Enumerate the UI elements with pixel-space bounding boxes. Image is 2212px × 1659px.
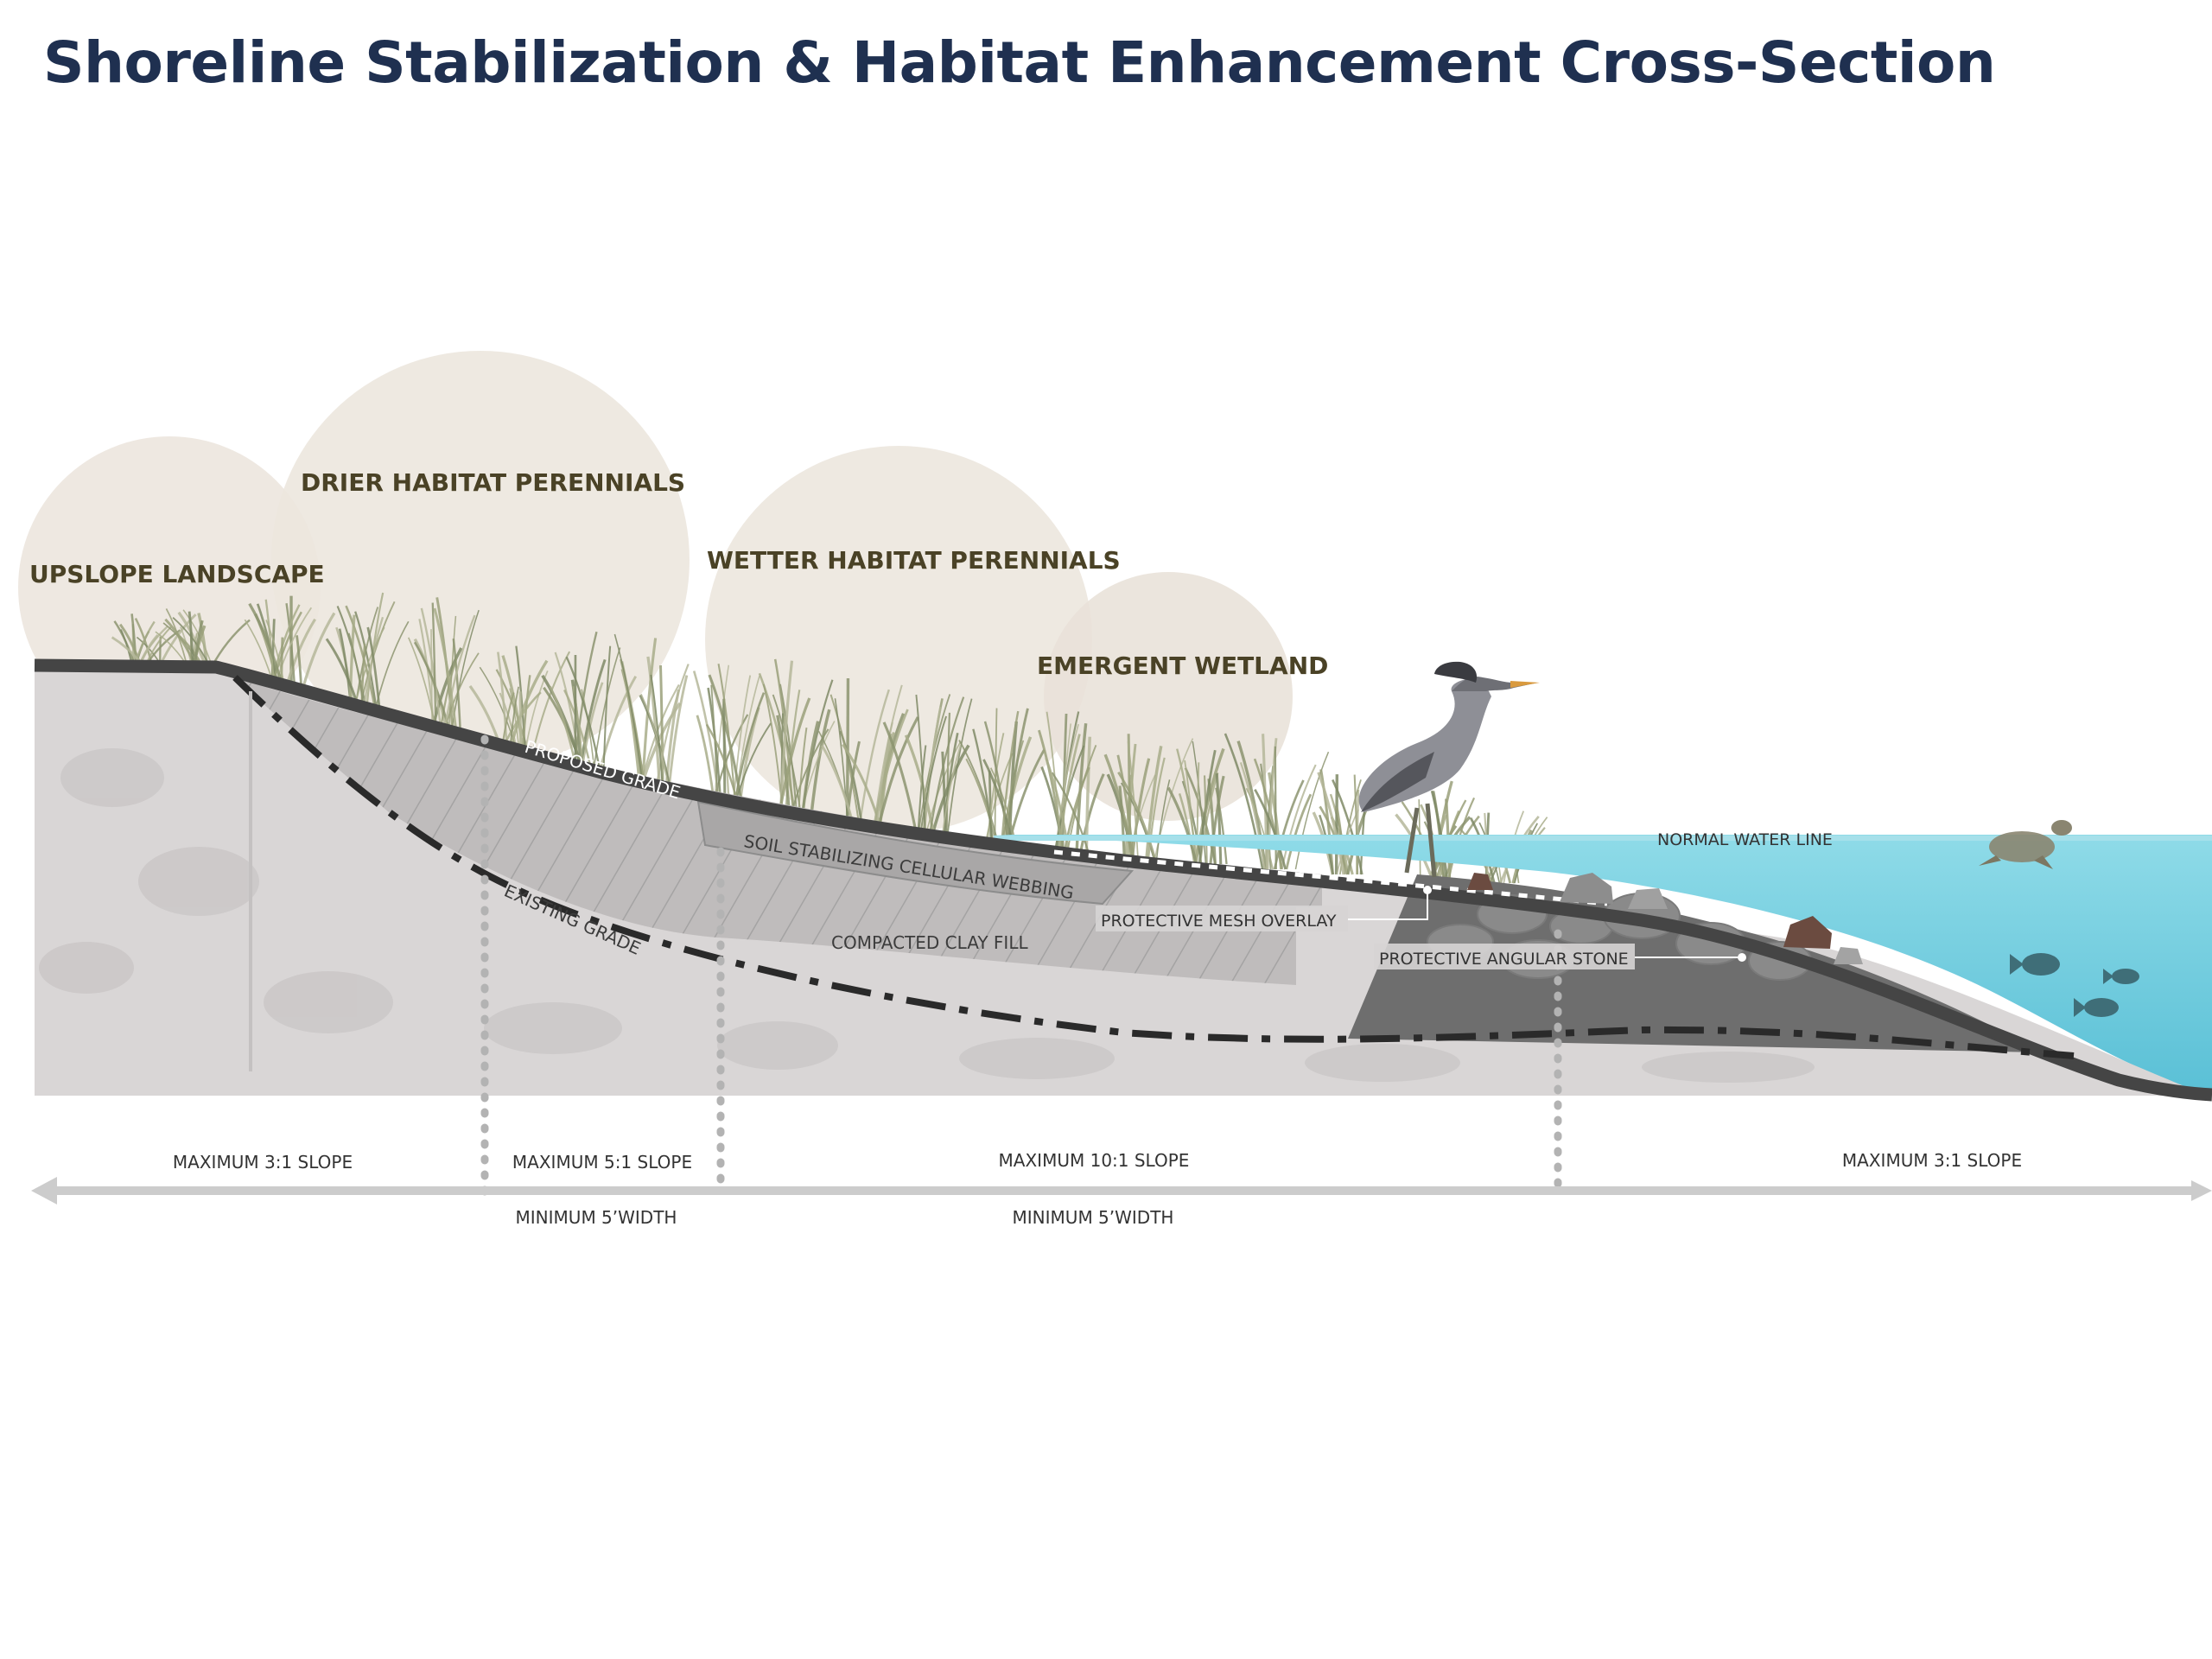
water-body: [994, 835, 2212, 1093]
stone-icon: [1834, 947, 1863, 964]
grass-clump: [1224, 733, 1330, 870]
grass-clump: [407, 597, 480, 731]
wetter-habitat-label: WETTER HABITAT PERENNIALS: [707, 546, 1121, 575]
slope-arrow: [31, 1177, 2212, 1205]
grass-clump: [1166, 741, 1228, 865]
width-label-2: MINIMUM 5’WIDTH: [1013, 1207, 1174, 1228]
clay-fill-label: COMPACTED CLAY FILL: [831, 932, 1028, 953]
proposed-grade-line: [34, 658, 2212, 1102]
emergent-wetland-label: EMERGENT WETLAND: [1037, 652, 1328, 680]
heron-icon: [1358, 661, 1540, 878]
slope-label-2: MAXIMUM 5:1 SLOPE: [512, 1152, 692, 1173]
wetter-zone-circle: [705, 446, 1092, 833]
grass-clump: [758, 658, 836, 811]
grass-clump: [958, 708, 1046, 843]
fish-group: [2010, 953, 2139, 1017]
water-line-label: NORMAL WATER LINE: [1657, 830, 1833, 849]
upslope-landscape-label: UPSLOPE LANDSCAPE: [29, 560, 325, 588]
slope-label-1: MAXIMUM 3:1 SLOPE: [173, 1152, 353, 1173]
grass-clump: [1103, 734, 1194, 859]
stone-icon: [1467, 873, 1493, 890]
fish-icon: [2103, 969, 2139, 984]
existing-grade-line: [232, 675, 2075, 1059]
slope-label-4: MAXIMUM 3:1 SLOPE: [1842, 1150, 2022, 1171]
stone-icon: [1560, 873, 1613, 904]
drier-zone-circle: [271, 351, 690, 769]
cellular-webbing: [696, 800, 1135, 906]
grass-clump: [1312, 769, 1372, 875]
turtle-icon: [1979, 820, 2072, 869]
page-title: Shoreline Stabilization & Habitat Enhanc…: [43, 29, 1996, 96]
mesh-overlay-label: PROTECTIVE MESH OVERLAY: [1101, 912, 1337, 931]
fish-icon: [2074, 998, 2119, 1017]
stone-icon: [1783, 916, 1832, 949]
fish-icon: [2010, 953, 2060, 976]
grass-clump: [817, 677, 919, 823]
angular-stone-label: PROTECTIVE ANGULAR STONE: [1379, 950, 1629, 969]
stone-callout: PROTECTIVE ANGULAR STONE: [1374, 944, 1746, 969]
slope-label-3: MAXIMUM 10:1 SLOPE: [999, 1150, 1190, 1171]
drier-habitat-label: DRIER HABITAT PERENNIALS: [301, 468, 685, 497]
grass-clump: [882, 694, 973, 835]
zone-divider-lines: [480, 734, 1562, 1197]
angular-stones: [1467, 873, 1863, 964]
soil-texture: [39, 748, 1815, 1083]
grass-clump: [541, 631, 638, 768]
stone-icon: [1628, 888, 1668, 909]
grass-clump: [325, 592, 410, 709]
mesh-callout: PROTECTIVE MESH OVERLAY: [1096, 886, 1432, 931]
grass-clump: [692, 664, 772, 798]
grass-clump: [613, 633, 690, 783]
width-label-1: MINIMUM 5’WIDTH: [516, 1207, 677, 1228]
grass-clump: [244, 595, 336, 692]
